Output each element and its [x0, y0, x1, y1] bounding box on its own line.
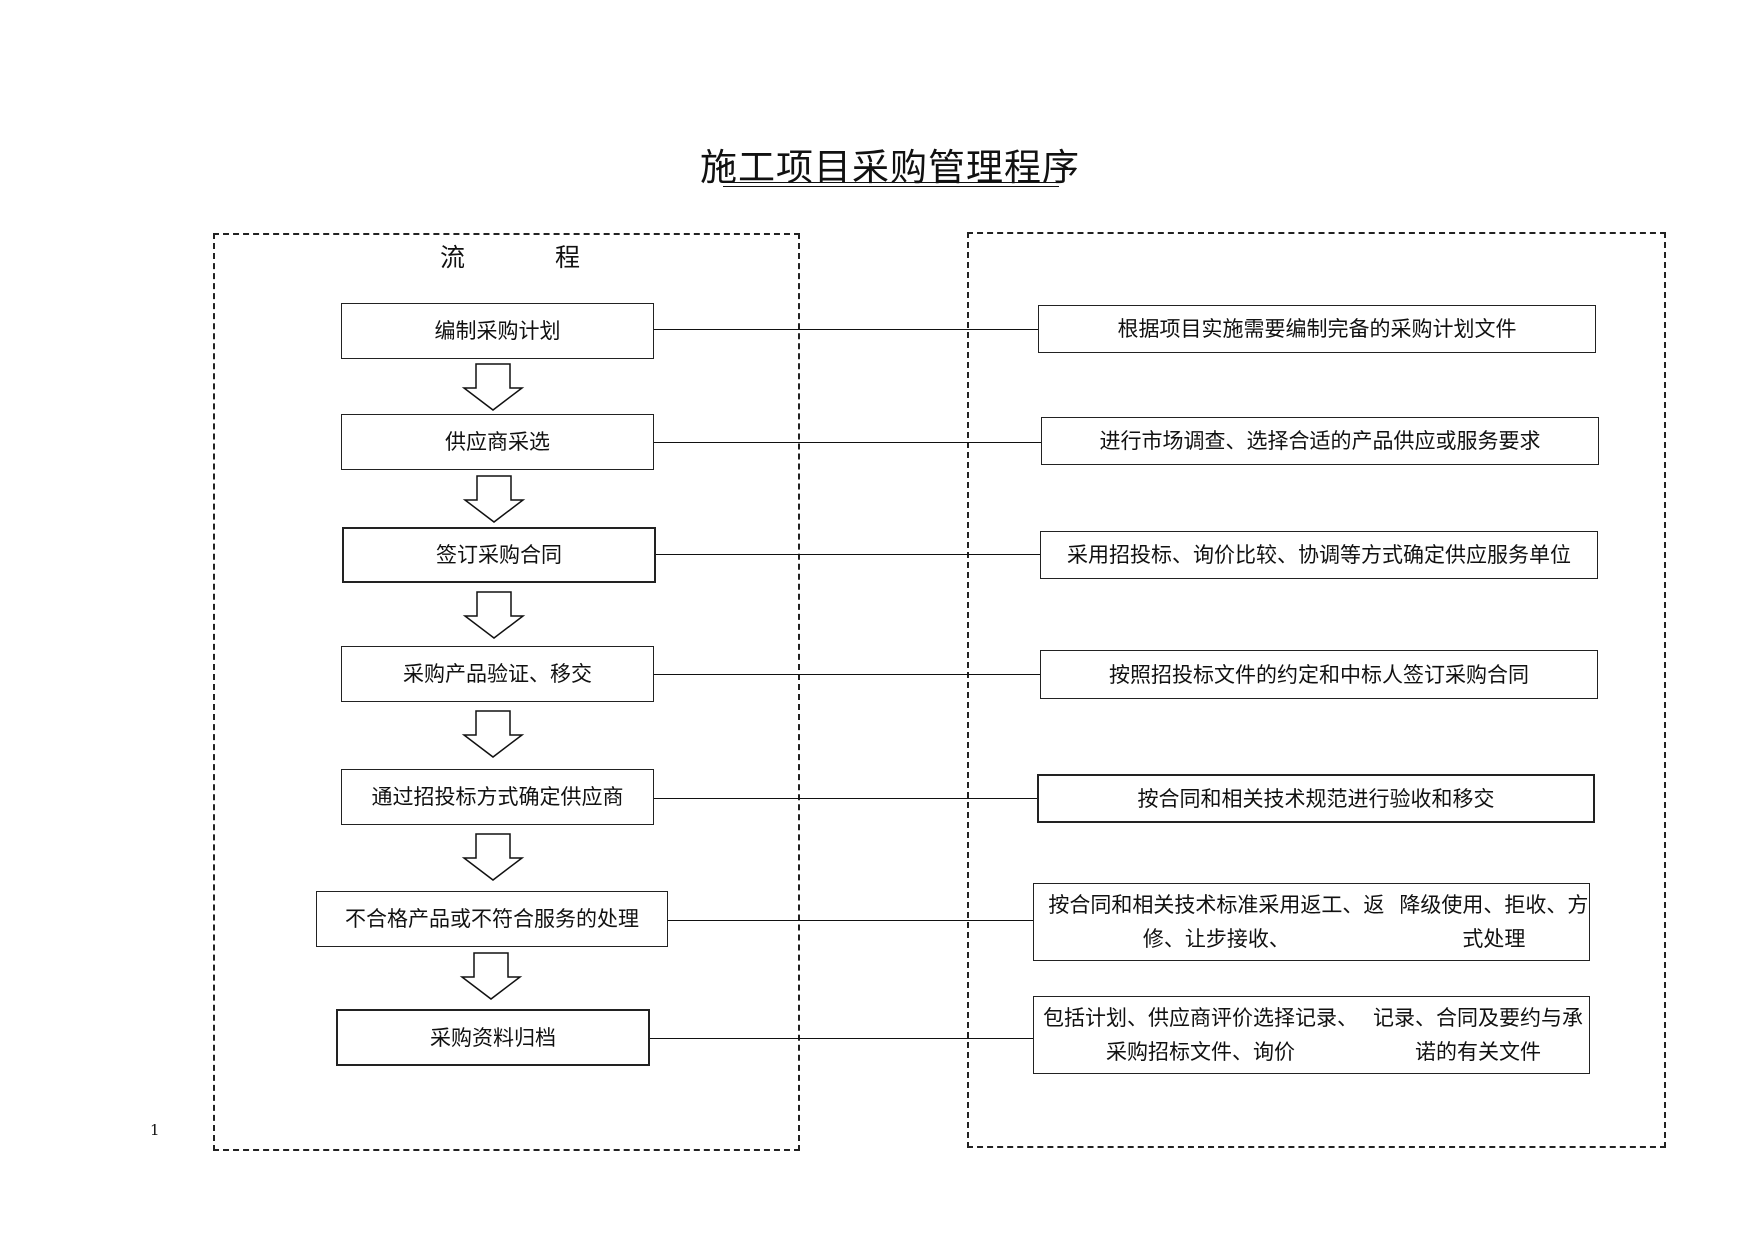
description-frame [967, 232, 1666, 1148]
flow-step-7: 采购资料归档 [336, 1009, 650, 1066]
page-number: 1 [150, 1121, 160, 1139]
connector-line-2 [654, 442, 1041, 443]
description-box-3: 采用招投标、询价比较、协调等方式确定供应服务单位 [1040, 531, 1598, 579]
description-box-6: 按合同和相关技术标准采用返工、返修、让步接收、 降级使用、拒收、方式处理 [1033, 883, 1590, 961]
connector-line-1 [654, 329, 1038, 330]
page-title: 施工项目采购管理程序 [700, 146, 1080, 189]
description-text: 进行市场调查、选择合适的产品供应或服务要求 [1099, 429, 1541, 453]
description-box-5: 按合同和相关技术规范进行验收和移交 [1037, 774, 1595, 823]
flow-header-char-1: 流 [440, 243, 466, 272]
flow-step-label: 采购产品验证、移交 [403, 662, 592, 686]
flow-step-6: 不合格产品或不符合服务的处理 [316, 891, 668, 947]
flow-step-label: 不合格产品或不符合服务的处理 [345, 907, 639, 931]
description-box-1: 根据项目实施需要编制完备的采购计划文件 [1038, 305, 1596, 353]
description-box-2: 进行市场调查、选择合适的产品供应或服务要求 [1041, 417, 1599, 465]
description-text: 采用招投标、询价比较、协调等方式确定供应服务单位 [1067, 543, 1571, 567]
description-text: 根据项目实施需要编制完备的采购计划文件 [1117, 317, 1517, 341]
flow-step-3: 签订采购合同 [342, 527, 656, 583]
title-underline-double [723, 186, 1059, 187]
flow-step-label: 编制采购计划 [434, 319, 561, 343]
flow-header-char-2: 程 [554, 243, 580, 272]
description-text: 按照招投标文件的约定和中标人签订采购合同 [1109, 662, 1529, 687]
description-text: 降级使用、拒收、方式处理 [1399, 893, 1589, 951]
flow-step-label: 供应商采选 [445, 430, 550, 454]
flow-step-label: 采购资料归档 [430, 1025, 556, 1050]
description-text: 按合同和相关技术规范进行验收和移交 [1137, 786, 1495, 811]
description-text: 包括计划、供应商评价选择记录、采购招标文件、询价 [1043, 1006, 1358, 1064]
description-box-7: 包括计划、供应商评价选择记录、采购招标文件、询价 记录、合同及要约与承诺的有关文… [1033, 996, 1590, 1074]
connector-line-5 [654, 798, 1037, 799]
description-text: 按合同和相关技术标准采用返工、返修、让步接收、 [1048, 893, 1385, 951]
connector-line-7 [650, 1038, 1033, 1039]
flow-step-label: 签订采购合同 [436, 543, 562, 567]
connector-line-3 [656, 554, 1040, 555]
flow-frame [213, 233, 800, 1151]
flow-step-4: 采购产品验证、移交 [341, 646, 654, 702]
connector-line-6 [668, 920, 1033, 921]
description-box-4: 按照招投标文件的约定和中标人签订采购合同 [1040, 650, 1598, 699]
title-underline [723, 182, 1059, 183]
flow-step-5: 通过招投标方式确定供应商 [341, 769, 654, 825]
flow-step-2: 供应商采选 [341, 414, 654, 470]
description-text: 记录、合同及要约与承诺的有关文件 [1373, 1006, 1583, 1064]
flow-column-header: 流 程 [440, 240, 580, 276]
flow-step-1: 编制采购计划 [341, 303, 654, 359]
flow-step-label: 通过招投标方式确定供应商 [371, 785, 624, 809]
connector-line-4 [654, 674, 1040, 675]
